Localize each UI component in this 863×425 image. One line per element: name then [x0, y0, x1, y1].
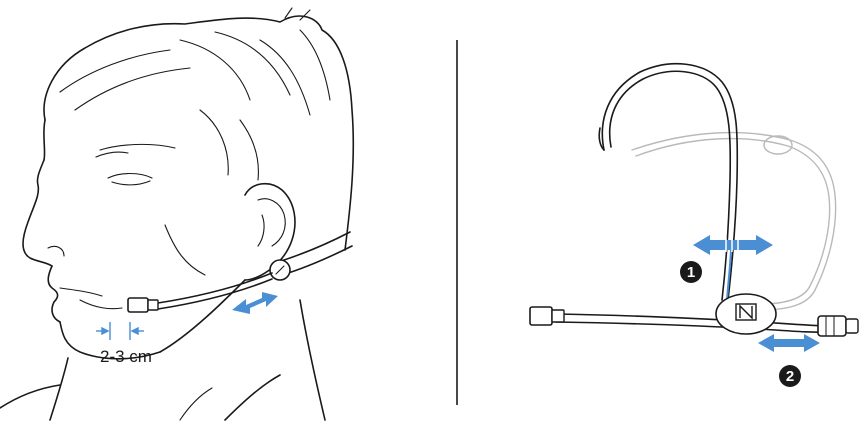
boom-slide-arrow: [758, 334, 820, 352]
cable-connector: [818, 316, 858, 336]
mic-capsule-right: [530, 307, 564, 325]
callout-2: 2: [779, 365, 801, 387]
mic-capsule-left: [128, 298, 158, 312]
callout-1-number: 1: [687, 264, 695, 281]
distance-label: 2-3 cm: [100, 347, 152, 366]
headband-alternate-position: [632, 133, 836, 310]
distance-dimension: [96, 322, 144, 340]
headset-on-head: [158, 232, 352, 309]
head-illustration: [0, 8, 353, 420]
boom-adjust-arrow-left: [232, 292, 278, 314]
callout-2-number: 2: [786, 368, 794, 385]
headband: [599, 64, 737, 300]
callout-1: 1: [680, 261, 702, 283]
headset-clip: [716, 294, 776, 334]
boom-arm: [556, 314, 830, 332]
